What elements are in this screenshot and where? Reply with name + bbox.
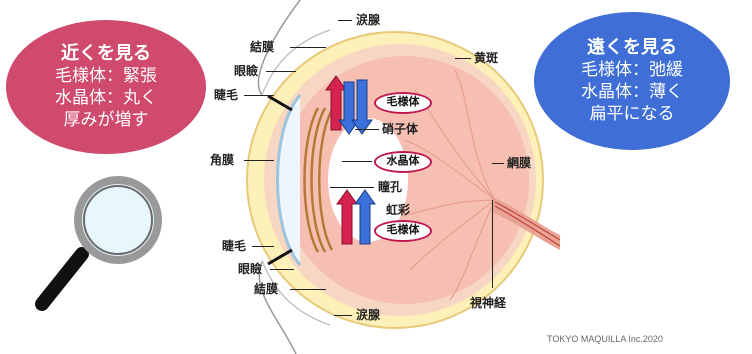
- eyelash-top-tick: [244, 95, 274, 96]
- label-eyelash-bottom: 睫毛: [222, 239, 247, 253]
- label-tear-gland-top: 涙腺: [356, 13, 381, 27]
- label-macula: 黄斑: [474, 51, 499, 65]
- label-cornea: 角膜: [210, 153, 235, 167]
- label-ciliary-top: 毛様体: [374, 92, 432, 114]
- far-title: 遠くを見る: [587, 37, 677, 58]
- far-lens-state: 水晶体：薄く: [581, 82, 683, 102]
- eyelid-bottom-tick: [270, 269, 294, 270]
- near-vision-box: 近くを見る 毛様体：緊張 水晶体：丸く 厚みが増す: [6, 20, 206, 154]
- pupil-tick: [330, 187, 374, 188]
- macula-tick: [455, 58, 471, 59]
- copyright-credit: TOKYO MAQUILLA Inc.2020: [547, 334, 663, 344]
- label-iris: 虹彩: [386, 203, 411, 217]
- retina-tick: [492, 163, 504, 164]
- vitreous-tick: [355, 129, 379, 130]
- label-optic-nerve: 視神経: [470, 296, 507, 310]
- label-conjunctiva-top: 結膜: [250, 40, 275, 54]
- up-down-arrows-icon: [336, 189, 376, 245]
- label-retina: 網膜: [507, 156, 532, 170]
- eyelid-top-tick: [266, 71, 296, 72]
- near-lens-state: 水晶体：丸く: [55, 88, 157, 108]
- label-vitreous: 硝子体: [382, 122, 419, 136]
- near-lens-state-cont: 厚みが増す: [63, 110, 149, 130]
- far-ciliary-state: 毛様体：弛緩: [581, 60, 683, 80]
- near-ciliary-state: 毛様体：緊張: [55, 66, 157, 86]
- magnifying-glass-icon: [35, 176, 162, 311]
- conjunctiva-bottom-tick: [290, 289, 326, 290]
- conjunctiva-top-tick: [290, 47, 326, 48]
- label-tear-gland-bottom: 涙腺: [356, 308, 381, 322]
- label-lens: 水晶体: [374, 151, 432, 173]
- optic-nerve-tick: [492, 200, 493, 288]
- cornea-tick: [244, 160, 274, 161]
- far-vision-box: 遠くを見る 毛様体：弛緩 水晶体：薄く 扁平になる: [534, 12, 730, 150]
- label-ciliary-bottom: 毛様体: [374, 220, 432, 242]
- far-lens-state-cont: 扁平になる: [589, 104, 675, 124]
- up-down-arrows-icon: [325, 75, 373, 135]
- tear-gland-bottom-tick: [334, 315, 352, 316]
- label-eyelid-bottom: 眼瞼: [238, 262, 263, 276]
- label-eyelid-top: 眼瞼: [234, 64, 259, 78]
- tear-gland-top-tick: [338, 20, 352, 21]
- label-pupil: 瞳孔: [378, 180, 403, 194]
- label-conjunctiva-bottom: 結膜: [254, 282, 279, 296]
- lens-tick: [342, 161, 372, 162]
- eyelash-bottom-tick: [252, 246, 274, 247]
- near-title: 近くを見る: [61, 43, 151, 64]
- label-eyelash-top: 睫毛: [214, 88, 239, 102]
